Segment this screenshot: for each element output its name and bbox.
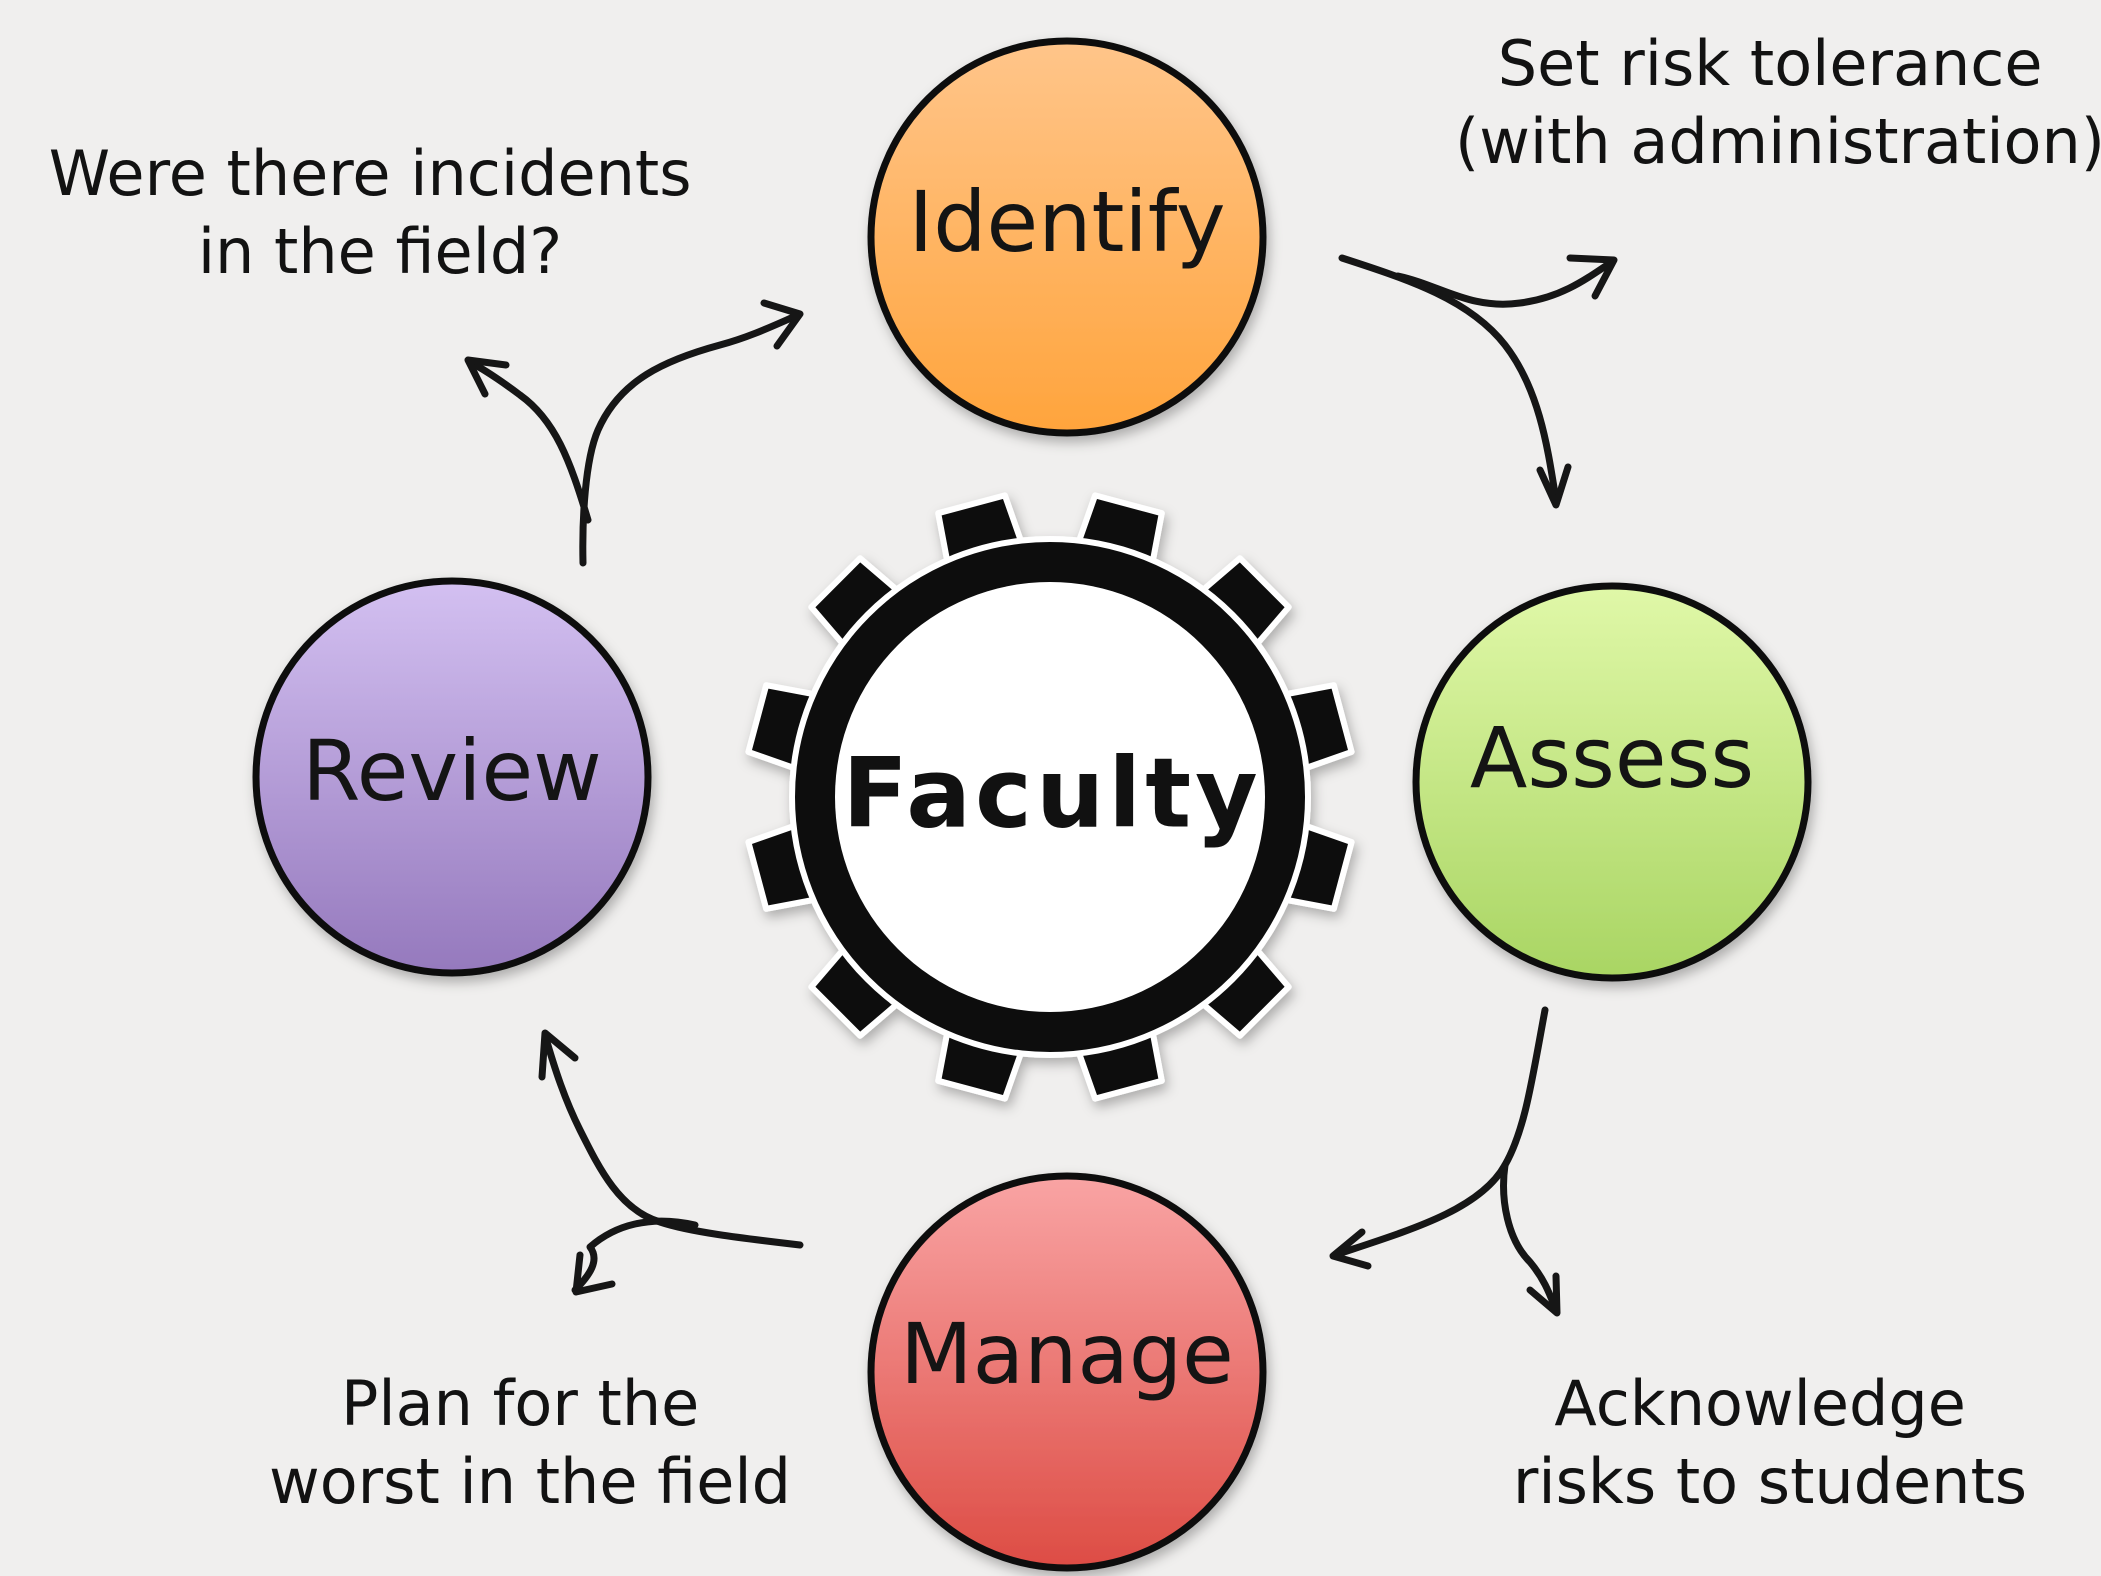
note-acknowledge-risks-line1: Acknowledge [1554, 1367, 1965, 1440]
note-plan-for-worst-line2: worst in the field [269, 1445, 791, 1518]
review-label: Review [302, 722, 602, 820]
arrow-manage-to-review [538, 1029, 804, 1296]
arrow-review-to-identify [464, 299, 804, 567]
note-acknowledge-risks: Acknowledge risks to students [1513, 1367, 2027, 1518]
arrow-assess-to-manage [1329, 1006, 1561, 1317]
note-incidents-line1: Were there incidents [49, 137, 692, 210]
note-risk-tolerance: Set risk tolerance (with administration) [1455, 27, 2101, 178]
note-plan-for-worst: Plan for the worst in the field [269, 1367, 791, 1518]
identify-node [867, 37, 1267, 437]
note-incidents: Were there incidents in the field? [49, 137, 711, 288]
hub-label: Faculty [842, 737, 1261, 849]
note-incidents-line2: in the field? [198, 215, 562, 288]
note-risk-tolerance-line1: Set risk tolerance [1498, 27, 2043, 100]
manage-label: Manage [900, 1305, 1234, 1403]
note-acknowledge-risks-line2: risks to students [1513, 1445, 2027, 1518]
gear-center [835, 582, 1265, 1012]
note-plan-for-worst-line1: Plan for the [341, 1367, 699, 1440]
assess-node [1412, 582, 1812, 982]
assess-label: Assess [1470, 709, 1754, 807]
note-risk-tolerance-line2: (with administration) [1455, 105, 2101, 178]
arrow-identify-to-assess [1338, 254, 1618, 509]
identify-label: Identify [908, 173, 1225, 271]
faculty-gear [745, 492, 1355, 1102]
review-node [252, 577, 652, 977]
manage-node [867, 1172, 1267, 1572]
